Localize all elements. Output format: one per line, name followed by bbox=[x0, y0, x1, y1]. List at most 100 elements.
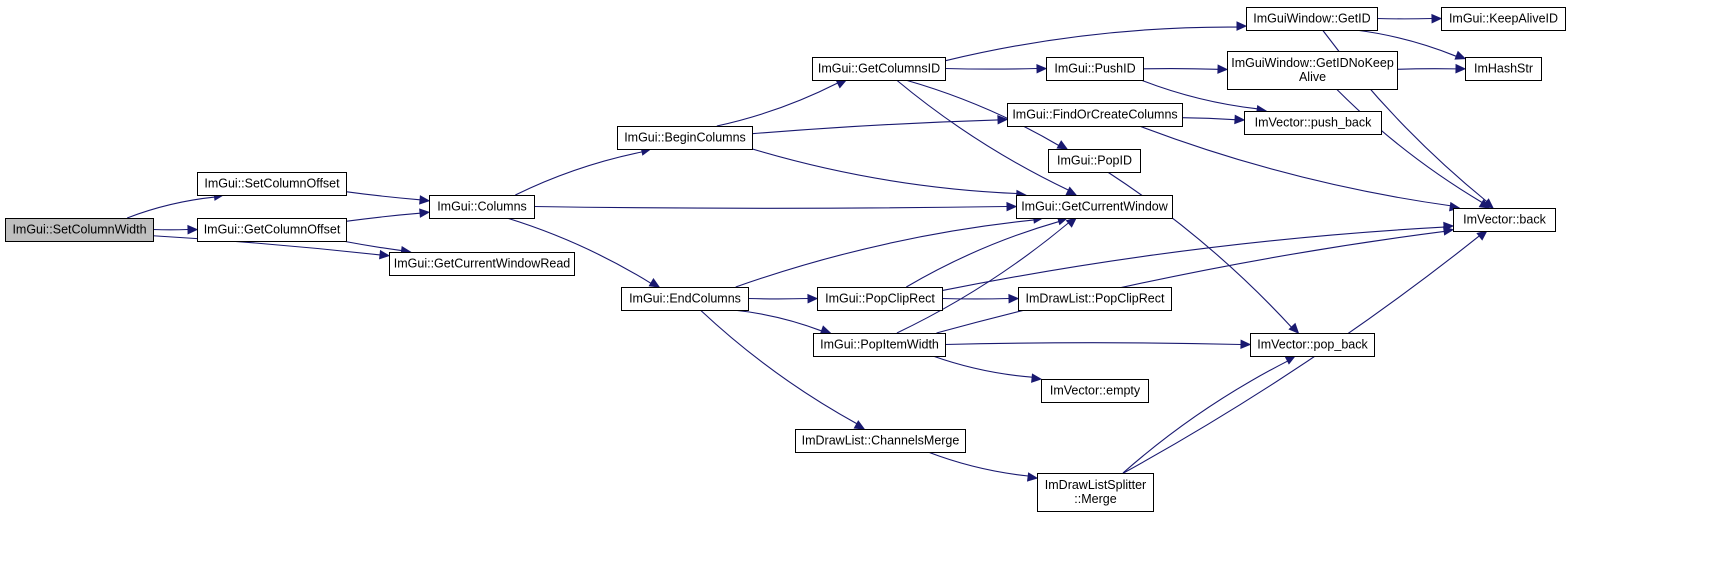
node-box bbox=[1465, 57, 1542, 81]
node-label: ImGui::SetColumnOffset bbox=[204, 177, 340, 191]
node-label: ImVector::back bbox=[1463, 213, 1546, 227]
node-set_column_width[interactable]: ImGui::SetColumnWidth bbox=[5, 218, 154, 242]
arrowhead bbox=[1442, 226, 1455, 236]
node-label: ImGui::GetColumnOffset bbox=[204, 223, 341, 237]
arrowhead bbox=[1217, 64, 1229, 74]
arrowhead bbox=[1065, 186, 1078, 196]
edge-line bbox=[699, 309, 858, 425]
node-window_get_id[interactable]: ImGuiWindow::GetID bbox=[1246, 7, 1378, 31]
arrowhead bbox=[1008, 293, 1020, 304]
edge-get_columns_id-to-get_current_window bbox=[896, 79, 1078, 196]
edge-line bbox=[735, 219, 1035, 288]
node-splitter_merge[interactable]: ImDrawListSplitter::Merge bbox=[1037, 473, 1154, 512]
edges-layer bbox=[126, 13, 1494, 482]
node-get_column_offset[interactable]: ImGui::GetColumnOffset bbox=[197, 218, 347, 242]
arrowhead bbox=[1284, 355, 1297, 365]
edge-line bbox=[1396, 68, 1457, 70]
arrowhead bbox=[1455, 63, 1467, 74]
arrowhead bbox=[379, 249, 391, 260]
node-pop_id[interactable]: ImGui::PopID bbox=[1048, 149, 1141, 173]
arrowhead bbox=[1478, 198, 1491, 209]
node-label: ImGuiWindow::GetID bbox=[1253, 12, 1370, 26]
node-box bbox=[1016, 195, 1173, 219]
edge-window_get_id-to-keep_alive_id bbox=[1376, 13, 1443, 24]
node-box bbox=[795, 429, 966, 453]
node-box bbox=[617, 126, 753, 150]
arrowhead bbox=[1476, 230, 1488, 241]
node-label: ImGui::PopID bbox=[1057, 154, 1132, 168]
arrowhead bbox=[1454, 50, 1467, 60]
node-vector_empty[interactable]: ImVector::empty bbox=[1041, 379, 1149, 403]
edge-window_get_id_no_keep_alive-to-vector_back bbox=[1336, 88, 1491, 209]
arrowhead bbox=[1056, 140, 1069, 150]
node-label: Alive bbox=[1299, 70, 1326, 84]
edge-line bbox=[533, 205, 1008, 209]
node-push_id[interactable]: ImGui::PushID bbox=[1046, 57, 1144, 81]
edge-pop_item_width-to-get_current_window bbox=[896, 217, 1078, 334]
edge-line bbox=[1181, 117, 1236, 121]
edge-push_id-to-window_get_id_no_keep_alive bbox=[1142, 64, 1229, 74]
node-channels_merge[interactable]: ImDrawList::ChannelsMerge bbox=[795, 429, 966, 453]
edge-splitter_merge-to-vector_pop_back bbox=[1122, 355, 1297, 474]
arrowhead bbox=[1031, 373, 1043, 383]
node-label: ImGui::SetColumnWidth bbox=[12, 223, 146, 237]
node-set_column_offset[interactable]: ImGui::SetColumnOffset bbox=[197, 172, 347, 196]
node-begin_columns[interactable]: ImGui::BeginColumns bbox=[617, 126, 753, 150]
node-get_current_window[interactable]: ImGui::GetCurrentWindow bbox=[1016, 195, 1173, 219]
node-vector_push_back[interactable]: ImVector::push_back bbox=[1244, 111, 1382, 135]
edge-line bbox=[927, 451, 1029, 477]
node-columns[interactable]: ImGui::Columns bbox=[429, 195, 535, 219]
node-find_or_create_columns[interactable]: ImGui::FindOrCreateColumns bbox=[1007, 103, 1183, 127]
edge-set_column_width-to-get_column_offset bbox=[152, 224, 199, 235]
node-label: ImGui::BeginColumns bbox=[624, 131, 746, 145]
node-box bbox=[1441, 7, 1566, 31]
node-vector_pop_back[interactable]: ImVector::pop_back bbox=[1250, 333, 1375, 357]
node-get_columns_id[interactable]: ImGui::GetColumnsID bbox=[812, 57, 946, 81]
node-drawlist_pop_clip_rect[interactable]: ImDrawList::PopClipRect bbox=[1018, 287, 1172, 311]
arrowhead bbox=[1431, 13, 1443, 24]
arrowhead bbox=[1240, 339, 1252, 350]
arrowhead bbox=[419, 195, 431, 205]
node-pop_item_width[interactable]: ImGui::PopItemWidth bbox=[813, 333, 946, 357]
edge-line bbox=[1122, 360, 1288, 474]
node-box bbox=[817, 287, 943, 311]
node-label: ImVector::pop_back bbox=[1257, 338, 1368, 352]
edge-line bbox=[1123, 235, 1480, 474]
arrowhead bbox=[997, 114, 1009, 125]
edge-get_column_offset-to-columns bbox=[345, 208, 431, 222]
edge-columns-to-end_columns bbox=[506, 217, 661, 288]
edge-line bbox=[345, 191, 421, 201]
edge-line bbox=[1139, 125, 1451, 207]
edge-line bbox=[515, 151, 643, 196]
edge-end_columns-to-pop_item_width bbox=[733, 309, 832, 335]
arrowhead bbox=[187, 224, 199, 235]
edge-set_column_width-to-set_column_offset bbox=[126, 191, 225, 219]
node-keep_alive_id[interactable]: ImGui::KeepAliveID bbox=[1441, 7, 1566, 31]
edge-line bbox=[1140, 79, 1258, 110]
node-im_hash_str[interactable]: ImHashStr bbox=[1465, 57, 1542, 81]
node-get_current_window_read[interactable]: ImGui::GetCurrentWindowRead bbox=[389, 252, 575, 276]
node-box bbox=[1018, 287, 1172, 311]
node-label: ImVector::push_back bbox=[1255, 116, 1372, 130]
node-box bbox=[1007, 103, 1183, 127]
edge-line bbox=[152, 235, 381, 256]
edge-get_columns_id-to-pop_id bbox=[905, 79, 1069, 150]
node-end_columns[interactable]: ImGui::EndColumns bbox=[621, 287, 749, 311]
edge-line bbox=[1107, 171, 1292, 328]
edge-line bbox=[733, 309, 822, 332]
edge-columns-to-begin_columns bbox=[515, 146, 652, 196]
edge-set_column_offset-to-columns bbox=[345, 191, 431, 205]
arrowhead bbox=[1036, 63, 1048, 74]
arrowhead bbox=[1288, 322, 1300, 334]
edge-begin_columns-to-get_columns_id bbox=[716, 79, 848, 127]
node-box bbox=[389, 252, 575, 276]
edge-line bbox=[342, 240, 402, 252]
node-vector_back[interactable]: ImVector::back bbox=[1453, 208, 1556, 232]
node-pop_clip_rect[interactable]: ImGui::PopClipRect bbox=[817, 287, 943, 311]
node-box bbox=[1246, 7, 1378, 31]
arrowhead bbox=[1026, 472, 1039, 482]
node-box bbox=[429, 195, 535, 219]
arrowhead bbox=[1006, 201, 1018, 212]
